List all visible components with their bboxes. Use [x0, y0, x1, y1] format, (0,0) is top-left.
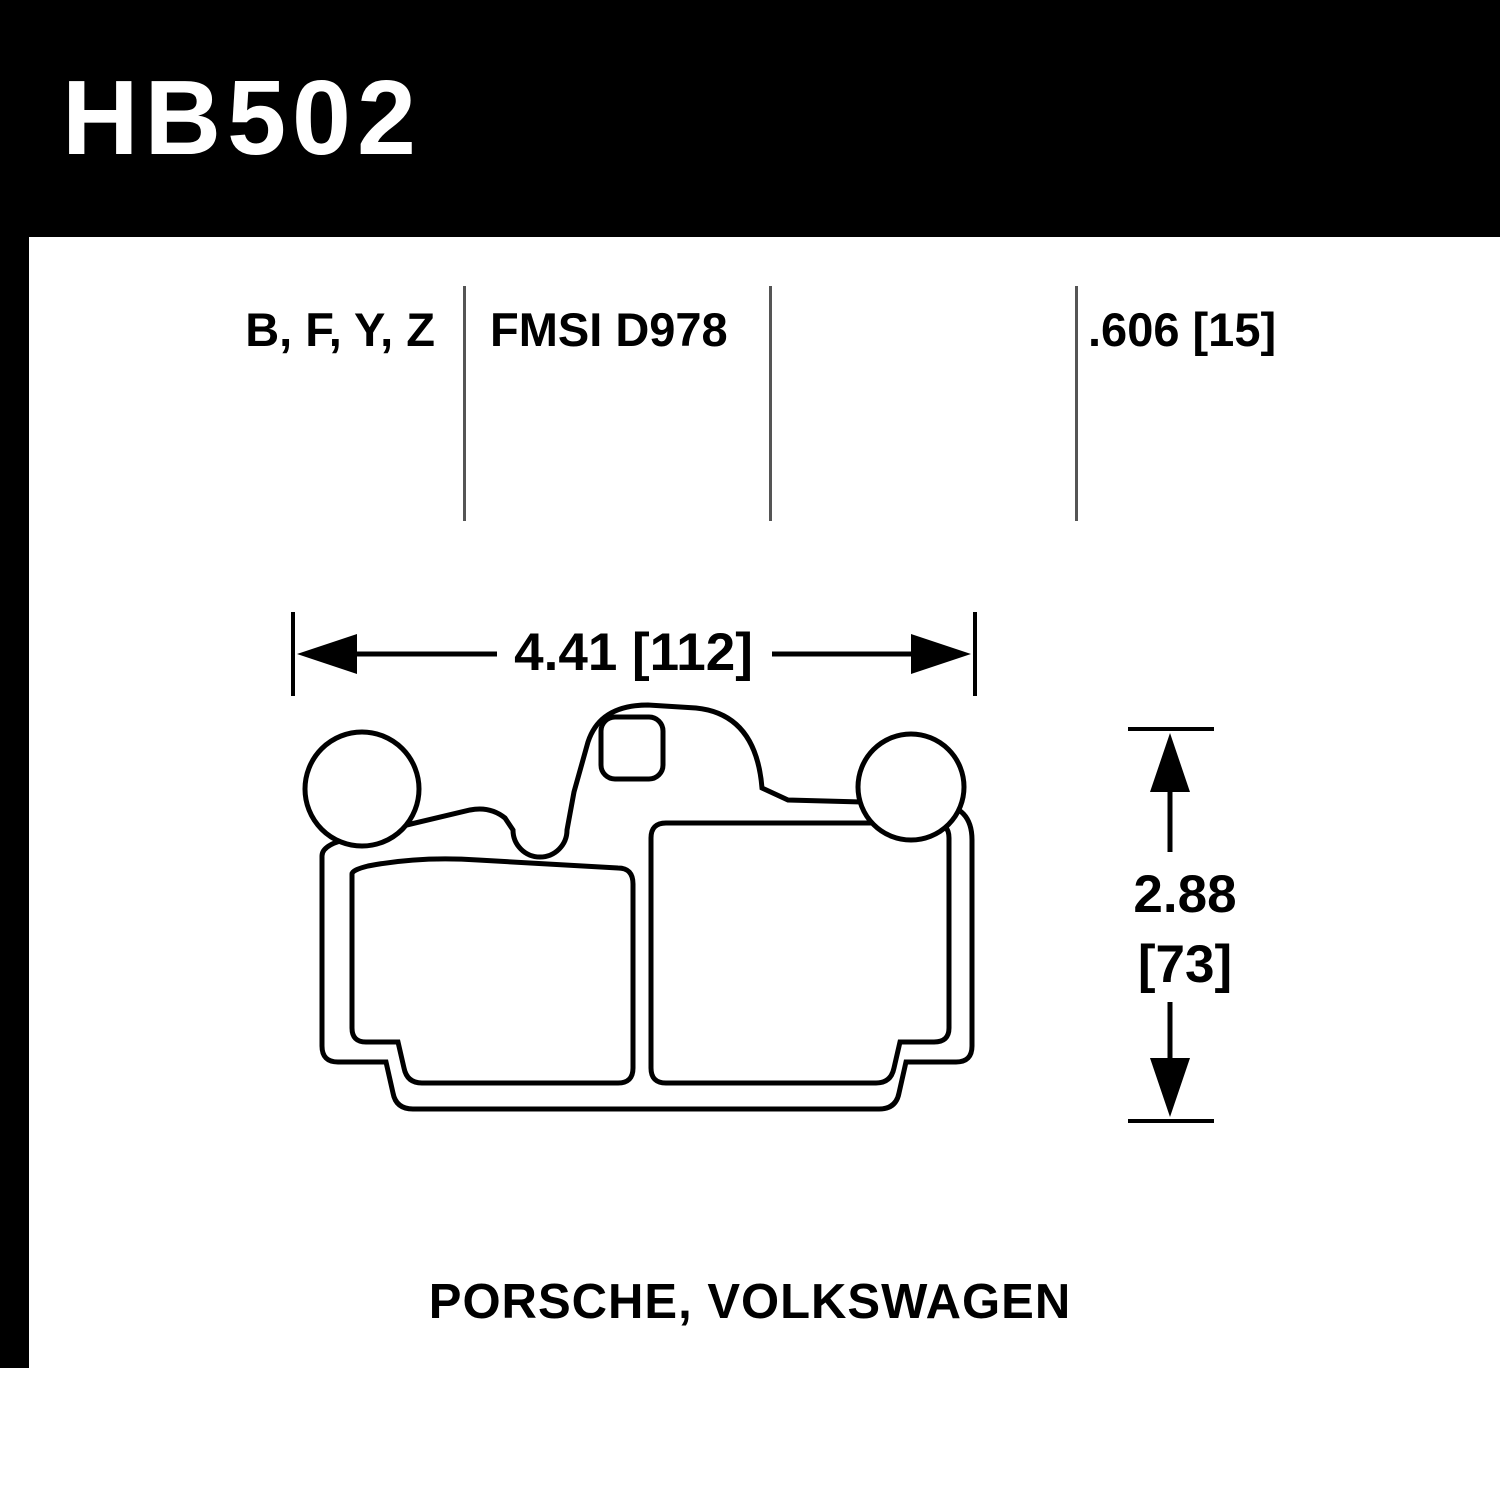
height-dim-label-inches: 2.88: [1133, 865, 1237, 924]
spec-divider-2: [769, 286, 772, 521]
friction-pad-left: [349, 856, 636, 1086]
left-edge-stripe: [0, 0, 29, 1368]
spec-divider-3: [1075, 286, 1078, 521]
mounting-ear-left: [302, 729, 422, 849]
dim-arrow-left-icon: [297, 634, 357, 674]
width-dim-label: 4.41 [112]: [514, 623, 753, 682]
mounting-ear-right: [855, 731, 967, 843]
spec-compounds: B, F, Y, Z: [245, 303, 435, 356]
spec-divider-1: [463, 286, 466, 521]
friction-pad-right: [648, 820, 952, 1086]
dim-arrow-up-icon: [1150, 733, 1190, 792]
spec-fmsi-number: FMSI D978: [490, 303, 728, 356]
tab-hole: [598, 714, 666, 782]
spec-pad-thickness: .606 [15]: [1088, 303, 1277, 356]
height-dim-label-mm: [73]: [1137, 935, 1233, 994]
part-number: HB502: [62, 59, 422, 177]
height-dimension: [1128, 727, 1214, 1123]
vehicle-applications: PORSCHE, VOLKSWAGEN: [428, 1275, 1072, 1329]
dim-arrow-right-icon: [911, 634, 971, 674]
backing-plate-outline: [319, 702, 975, 1112]
dim-arrow-down-icon: [1150, 1058, 1190, 1117]
brake-pad-outline: [302, 702, 975, 1112]
header-bar: HB502: [0, 0, 1500, 237]
width-dimension: [291, 612, 977, 696]
